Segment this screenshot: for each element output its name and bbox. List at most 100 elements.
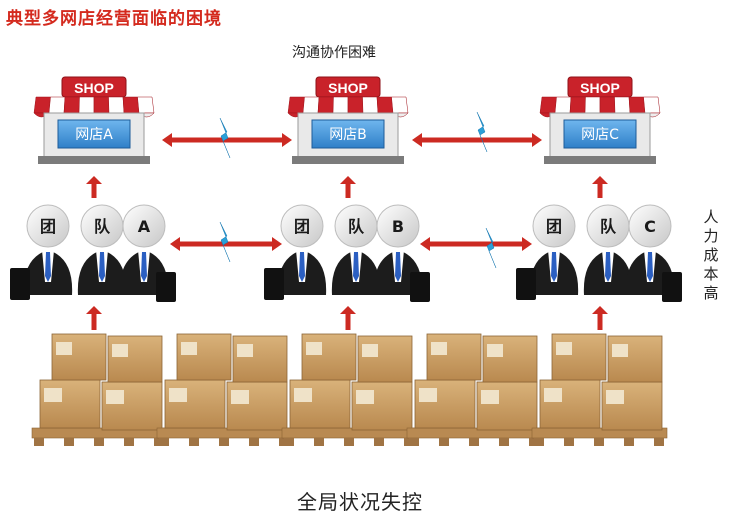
cardboard-box [39, 379, 101, 429]
awning-stripe [347, 96, 364, 114]
box-label [237, 344, 253, 357]
arrow-up-head [340, 306, 356, 314]
double-arrow-head-left [162, 133, 172, 147]
briefcase [662, 272, 682, 302]
arrow-up-head [86, 176, 102, 184]
shop-c-label: 网店C [581, 127, 619, 143]
box-label [362, 344, 378, 357]
pallet-block [219, 438, 229, 446]
box-label [169, 388, 187, 402]
cardboard-box [232, 335, 288, 383]
warehouse-group [281, 333, 418, 446]
briefcase [516, 268, 536, 300]
shop-window [563, 119, 637, 149]
pallet-block [314, 438, 324, 446]
team-head-char: 团 [546, 217, 562, 236]
box-label [106, 390, 124, 404]
box-label [481, 390, 499, 404]
pallet-block [249, 438, 259, 446]
team-member-head [628, 204, 672, 248]
briefcase [264, 268, 284, 300]
double-arrow-shaft [428, 241, 524, 247]
cardboard-box [289, 379, 351, 429]
team-head-char: 团 [294, 217, 310, 236]
team-head-char: 队 [94, 217, 111, 236]
awning-stripe [391, 96, 409, 114]
page-title: 典型多网店经营面临的困境 [6, 9, 222, 29]
box-label [544, 388, 562, 402]
box-label [56, 342, 72, 355]
double-arrow-head-left [412, 133, 422, 147]
shop-sign-text: SHOP [74, 80, 114, 96]
cardboard-box [351, 381, 413, 431]
team-member-tie [141, 252, 147, 282]
cardboard-box [301, 333, 357, 381]
shop-base [38, 156, 150, 164]
awning-stripe [33, 96, 51, 114]
double-arrow-head-right [522, 237, 532, 251]
lightning-icon [219, 221, 231, 263]
double-arrow-head-left [170, 237, 180, 251]
cardboard-box [551, 333, 607, 381]
cardboard-box [176, 333, 232, 381]
team-member-tie [395, 252, 401, 282]
arrow-up-shaft [597, 312, 603, 330]
shop-a-label: 网店A [75, 127, 113, 143]
pallet-block [344, 438, 354, 446]
box-label [294, 388, 312, 402]
lightning-icon [485, 227, 497, 269]
shop-window [57, 119, 131, 149]
shop-a: SHOP [33, 76, 155, 164]
pallet-block [34, 438, 44, 446]
team-member-tie [647, 252, 653, 282]
awning-stripe [584, 96, 601, 114]
box-label [419, 388, 437, 402]
box-label [556, 342, 572, 355]
briefcase [410, 272, 430, 302]
pallet-block [94, 438, 104, 446]
arrow-up-shaft [345, 312, 351, 330]
lightning-icon [219, 117, 231, 159]
shop-sign-text: SHOP [580, 80, 620, 96]
team-member-tie [45, 252, 51, 282]
awning-stripe [599, 96, 616, 114]
pallet-block [284, 438, 294, 446]
team-member-head [26, 204, 70, 248]
awning-stripe [48, 96, 66, 114]
pallet-block [624, 438, 634, 446]
awning-stripe [332, 96, 349, 114]
box-label [606, 390, 624, 404]
pallet-block [439, 438, 449, 446]
awning-stripe [93, 96, 110, 114]
lightning-icon [476, 111, 488, 153]
awning-stripe [614, 96, 631, 114]
double-arrow-shaft [420, 137, 534, 143]
awning-stripe [554, 96, 572, 114]
arrow-up-shaft [597, 182, 603, 198]
awning-stripe [539, 96, 557, 114]
communication-label: 沟通协作困难 [292, 45, 376, 61]
box-label [306, 342, 322, 355]
awning-stripe [362, 96, 379, 114]
pallet-block [64, 438, 74, 446]
box-label [181, 342, 197, 355]
arrow-up-head [592, 306, 608, 314]
pallet-block [534, 438, 544, 446]
briefcase [156, 272, 176, 302]
cardboard-box [164, 379, 226, 429]
team-head-char: B [392, 217, 404, 236]
arrow-up-head [86, 306, 102, 314]
team-head-char: 团 [40, 217, 56, 236]
awning-stripe [569, 96, 586, 114]
box-label [44, 388, 62, 402]
team-head-char: C [644, 217, 656, 236]
cardboard-box [107, 335, 163, 383]
warehouse-group [31, 333, 168, 446]
double-arrow-shaft [178, 241, 274, 247]
team-member-head [280, 204, 324, 248]
double-arrow-head-right [532, 133, 542, 147]
briefcase [10, 268, 30, 300]
